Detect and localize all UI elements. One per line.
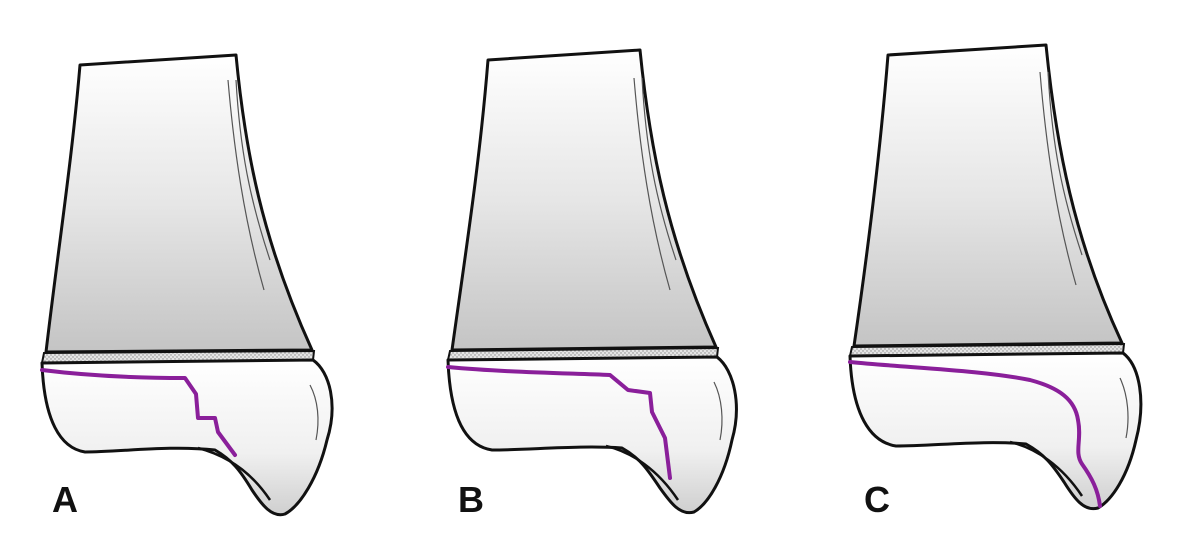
fracture-line bbox=[446, 365, 672, 480]
metaphysis-shaft bbox=[44, 53, 314, 354]
metaphysis-shaft bbox=[450, 48, 718, 352]
panel-a: A bbox=[40, 53, 334, 520]
fracture-line bbox=[40, 368, 237, 457]
fracture-line bbox=[848, 360, 1102, 508]
epiphysis-contour-line bbox=[1119, 377, 1129, 439]
metaphysis-shaft bbox=[852, 43, 1124, 348]
shaft-contour-line bbox=[1039, 71, 1083, 286]
panel-c: C bbox=[848, 43, 1143, 520]
panel-label-c: C bbox=[864, 479, 890, 520]
epiphysis-contour-line bbox=[309, 384, 319, 441]
panel-b: B bbox=[446, 48, 738, 520]
shaft-contour-line bbox=[227, 79, 271, 291]
epiphysis bbox=[40, 358, 334, 517]
epiphysis bbox=[446, 355, 738, 515]
medial-malleolus-contour bbox=[605, 444, 680, 501]
shaft-contour-line bbox=[633, 77, 677, 291]
epiphysis-contour-line bbox=[713, 381, 723, 441]
medial-malleolus-contour bbox=[1009, 440, 1084, 497]
panel-label-a: A bbox=[52, 479, 78, 520]
panel-label-b: B bbox=[458, 479, 484, 520]
medial-malleolus-contour bbox=[197, 446, 272, 501]
epiphysis bbox=[848, 351, 1143, 511]
